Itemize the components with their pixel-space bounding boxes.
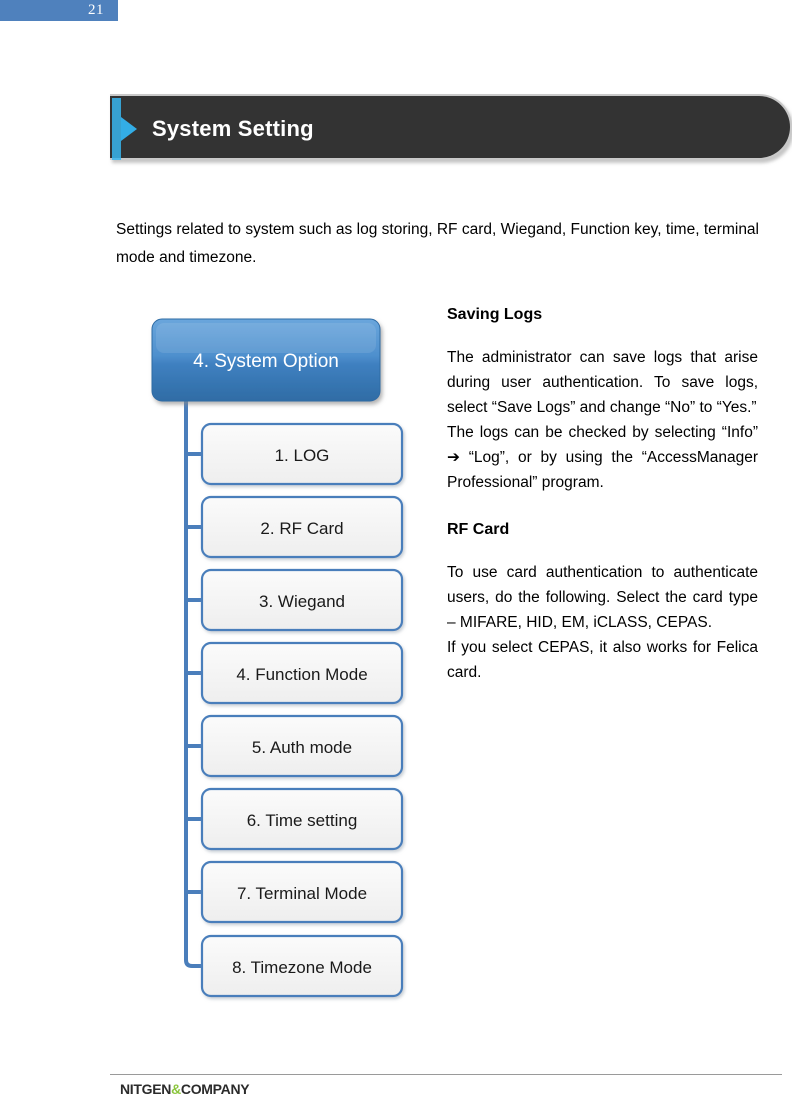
tree-node-child	[200, 934, 404, 998]
footer-logo: NITGEN&COMPANY	[120, 1081, 250, 1097]
tree-node-root	[151, 318, 381, 402]
paragraph-saving-logs-2: The logs can be checked by selecting “In…	[447, 424, 758, 491]
tree-node-child-label: 1. LOG	[275, 446, 330, 465]
section-heading-rf-card: RF Card	[447, 521, 510, 538]
tree-node-child	[200, 714, 404, 778]
paragraph-rf-card-1: To use card authentication to authentica…	[447, 564, 758, 631]
tree-node-child	[200, 568, 404, 632]
footer-logo-part1: NITGEN	[120, 1081, 172, 1097]
right-text-column: Saving Logs The administrator can save l…	[447, 305, 758, 685]
tree-node-child	[200, 495, 404, 559]
tree-node-child-label: 5. Auth mode	[252, 738, 352, 757]
triangle-right-icon	[121, 117, 137, 141]
paragraph-saving-logs-1: The administrator can save logs that ari…	[447, 349, 758, 416]
tree-node-child-label: 6. Time setting	[247, 811, 358, 830]
tree-node-child-label: 7. Terminal Mode	[237, 884, 367, 903]
tree-node-child-label: 4. Function Mode	[236, 665, 367, 684]
system-option-tree-diagram: 4. System Option 1. LOG 2. RF Card 3. Wi…	[116, 305, 426, 1010]
tree-node-child-label: 8. Timezone Mode	[232, 958, 372, 977]
tree-node-root-label: 4. System Option	[193, 351, 339, 372]
tree-node-child	[200, 641, 404, 705]
page-title: System Setting	[152, 116, 314, 141]
tree-node-child	[200, 422, 404, 486]
tree-node-child	[200, 787, 404, 851]
page-number-tab: 21	[0, 0, 118, 21]
tree-node-child-label: 3. Wiegand	[259, 592, 345, 611]
tree-node-child	[200, 860, 404, 924]
tree-node-child-label: 2. RF Card	[260, 519, 343, 538]
paragraph-rf-card-2: If you select CEPAS, it also works for F…	[447, 639, 758, 681]
tree-connectors	[184, 401, 202, 968]
intro-paragraph: Settings related to system such as log s…	[116, 221, 759, 266]
footer-logo-part2: COMPANY	[180, 1081, 250, 1097]
footer-logo-ampersand: &	[171, 1081, 181, 1097]
section-heading-saving-logs: Saving Logs	[447, 306, 543, 323]
header-accent-stripe	[112, 98, 121, 160]
footer-divider	[110, 1074, 782, 1075]
section-header: System Setting	[110, 94, 792, 164]
section-header-bar: System Setting	[110, 94, 792, 160]
